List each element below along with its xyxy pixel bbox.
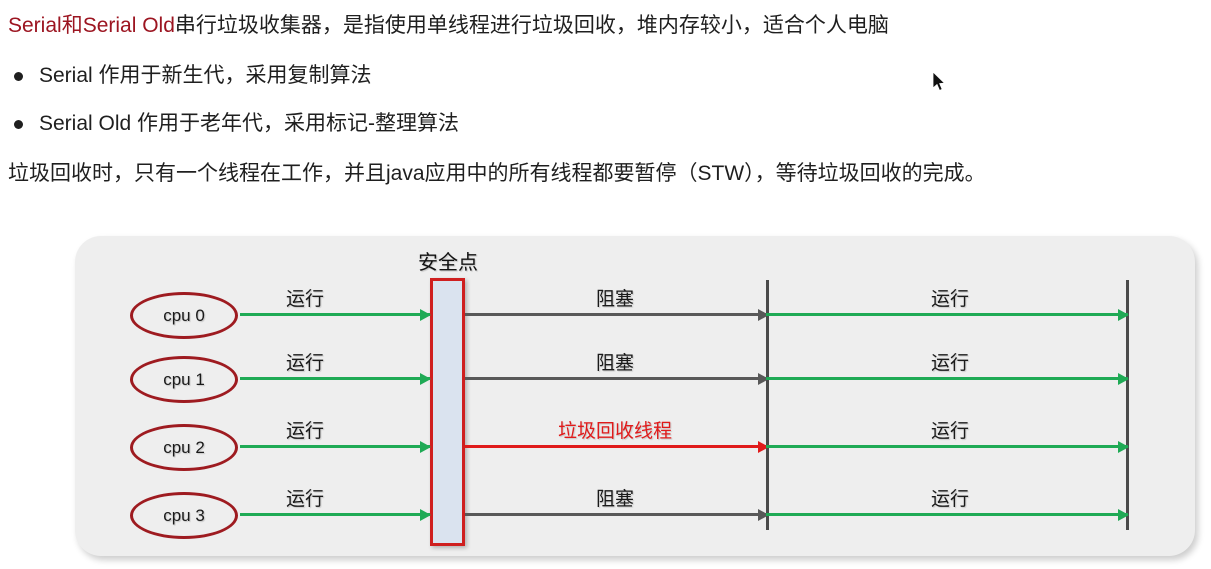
- gc-end-divider-line: [766, 280, 769, 530]
- bullet-item-serial-label: Serial 作用于新生代，采用复制算法: [39, 64, 372, 87]
- closing-paragraph: 垃圾回收时，只有一个线程在工作，并且java应用中的所有线程都要暂停（STW），…: [8, 162, 986, 185]
- lane-2-phase1-label: 运行: [285, 421, 325, 442]
- bullet-item-serial-old-label: Serial Old 作用于老年代，采用标记-整理算法: [39, 112, 460, 135]
- intro-rest-text: 串行垃圾收集器，是指使用单线程进行垃圾回收，堆内存较小，适合个人电脑: [174, 14, 889, 37]
- timeline-end-line: [1126, 280, 1129, 530]
- lane-1-blocked-arrow: [465, 377, 768, 380]
- lane-0-phase1-label: 运行: [285, 289, 325, 310]
- lane-0-running-arrow-1: [240, 313, 430, 316]
- lane-2-gc-arrow: [465, 445, 768, 448]
- lane-1-running-arrow-2: [766, 377, 1128, 380]
- lane-2-running-arrow-1: [240, 445, 430, 448]
- lane-0-blocked-arrow: [465, 313, 768, 316]
- cpu-node-0-label: cpu 0: [163, 305, 205, 325]
- bullet-item-serial: Serial 作用于新生代，采用复制算法: [14, 62, 372, 90]
- lane-0-running-arrow-2: [766, 313, 1128, 316]
- cpu-node-0: cpu 0: [130, 292, 238, 339]
- lane-1-running-arrow-1: [240, 377, 430, 380]
- lane-2-gc-thread-label: 垃圾回收线程: [557, 421, 673, 442]
- lane-3-phase2-label: 阻塞: [595, 489, 635, 510]
- cpu-node-1: cpu 1: [130, 356, 238, 403]
- lane-1-phase2-label: 阻塞: [595, 353, 635, 374]
- cpu-node-3-label: cpu 3: [163, 505, 205, 525]
- lane-1-phase1-label: 运行: [285, 353, 325, 374]
- lane-0-phase2-label: 阻塞: [595, 289, 635, 310]
- cpu-node-2: cpu 2: [130, 424, 238, 471]
- cpu-node-1-label: cpu 1: [163, 369, 205, 389]
- lane-3-blocked-arrow: [465, 513, 768, 516]
- lane-3-phase1-label: 运行: [285, 489, 325, 510]
- lane-3-running-arrow-2: [766, 513, 1128, 516]
- intro-paragraph: Serial和Serial Old串行垃圾收集器，是指使用单线程进行垃圾回收，堆…: [8, 12, 889, 40]
- intro-accent-text: Serial和Serial Old: [8, 14, 175, 37]
- bullet-item-serial-old: Serial Old 作用于老年代，采用标记-整理算法: [14, 110, 459, 138]
- lane-2-running-arrow-2: [766, 445, 1128, 448]
- bullet-dot-icon: [14, 119, 23, 129]
- lane-2-phase3-label: 运行: [930, 421, 970, 442]
- cpu-node-2-label: cpu 2: [163, 437, 205, 457]
- safepoint-bar: [430, 278, 465, 546]
- lane-3-phase3-label: 运行: [930, 489, 970, 510]
- safepoint-label: 安全点: [418, 252, 478, 274]
- stw-timeline-diagram: 安全点 cpu 0 运行 阻塞 运行 cpu 1 运行 阻塞 运行 cpu 2 …: [75, 236, 1195, 556]
- lane-1-phase3-label: 运行: [930, 353, 970, 374]
- diagram-canvas: 安全点 cpu 0 运行 阻塞 运行 cpu 1 运行 阻塞 运行 cpu 2 …: [75, 236, 1195, 556]
- lane-0-phase3-label: 运行: [930, 289, 970, 310]
- cpu-node-3: cpu 3: [130, 492, 238, 539]
- bullet-dot-icon: [14, 71, 23, 81]
- mouse-cursor-icon: [933, 72, 946, 92]
- lane-3-running-arrow-1: [240, 513, 430, 516]
